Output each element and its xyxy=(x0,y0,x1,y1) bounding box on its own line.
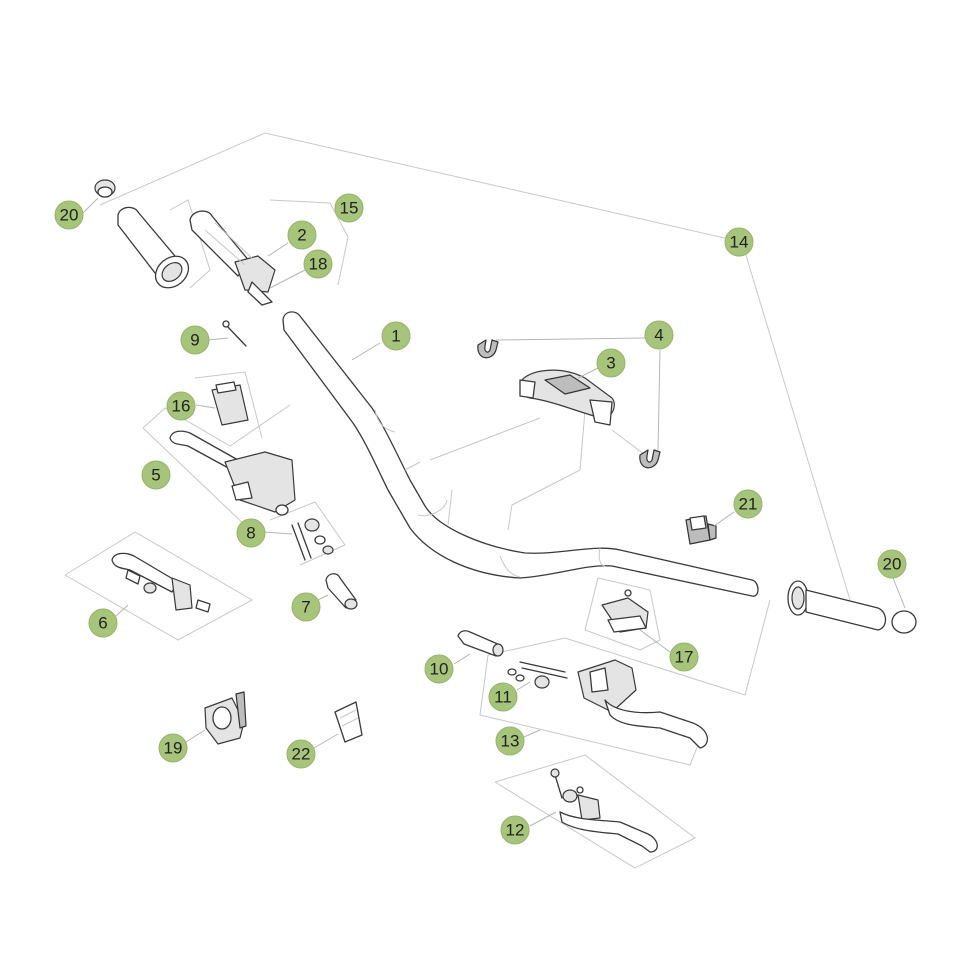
callout-20-left: 20 xyxy=(54,200,84,230)
callout-label: 12 xyxy=(506,821,525,840)
callout-10: 10 xyxy=(424,654,454,684)
adjuster-parts-right xyxy=(507,661,568,689)
callout-label: 8 xyxy=(246,524,255,543)
brake-master-cylinder xyxy=(577,589,709,749)
callout-label: 9 xyxy=(190,331,199,350)
callout-5: 5 xyxy=(141,460,171,490)
callout-label: 15 xyxy=(340,199,359,218)
callout-label: 7 xyxy=(301,598,310,617)
bar-end-cap-left xyxy=(94,179,116,198)
grip-insert-left xyxy=(325,573,358,610)
grip-right xyxy=(787,580,887,631)
callout-label: 11 xyxy=(494,688,512,707)
callout-12: 12 xyxy=(500,815,530,845)
callout-14: 14 xyxy=(724,227,754,257)
grip-left xyxy=(117,206,190,289)
callout-11: 11 xyxy=(488,682,518,712)
callout-20-right: 20 xyxy=(877,549,907,579)
switch-housing xyxy=(204,691,247,745)
callout-9: 9 xyxy=(180,325,210,355)
callout-label: 10 xyxy=(430,660,449,679)
callout-label: 20 xyxy=(60,206,79,225)
callout-label: 18 xyxy=(309,255,328,274)
brake-lever-kit xyxy=(550,768,658,853)
callout-label: 22 xyxy=(292,745,311,764)
adjuster-parts xyxy=(291,518,334,561)
callout-label: 1 xyxy=(391,327,400,346)
callout-label: 4 xyxy=(654,326,663,345)
callout-13: 13 xyxy=(495,726,525,756)
callout-label: 2 xyxy=(297,226,306,245)
callout-label: 21 xyxy=(739,495,758,514)
callout-22: 22 xyxy=(286,739,316,769)
u-bolt-upper xyxy=(477,339,499,359)
callout-label: 14 xyxy=(730,233,749,252)
clutch-master-cylinder xyxy=(169,381,296,516)
callout-label: 20 xyxy=(883,555,902,574)
callout-label: 6 xyxy=(98,614,107,633)
callout-15: 15 xyxy=(334,193,364,223)
callout-19: 19 xyxy=(158,733,188,763)
label-plate xyxy=(334,701,363,743)
u-bolt-lower xyxy=(639,449,661,469)
bar-end-cap-right xyxy=(891,610,917,634)
callout-1: 1 xyxy=(381,321,411,351)
pin xyxy=(222,320,247,347)
leader-lines xyxy=(81,197,906,827)
callout-label: 13 xyxy=(501,732,520,751)
callout-2: 2 xyxy=(287,220,317,250)
guide-lines xyxy=(64,132,851,869)
callout-8: 8 xyxy=(236,518,266,548)
callout-label: 16 xyxy=(172,397,191,416)
callout-17: 17 xyxy=(669,642,699,672)
callout-label: 5 xyxy=(151,466,160,485)
callout-6: 6 xyxy=(88,608,118,638)
switch-unit xyxy=(685,515,717,545)
bar-clamp xyxy=(519,369,615,426)
callout-4: 4 xyxy=(644,320,674,350)
callout-18: 18 xyxy=(303,249,333,279)
callout-7: 7 xyxy=(291,592,321,622)
throttle-assembly xyxy=(189,210,276,306)
callout-16: 16 xyxy=(166,391,196,421)
grip-insert-right xyxy=(457,630,504,657)
callout-label: 17 xyxy=(675,648,694,667)
callout-label: 3 xyxy=(606,354,615,373)
handlebar xyxy=(282,311,759,597)
callout-3: 3 xyxy=(596,348,626,378)
clutch-lever-kit xyxy=(111,552,211,613)
callout-21: 21 xyxy=(733,489,763,519)
callout-label: 19 xyxy=(164,739,183,758)
